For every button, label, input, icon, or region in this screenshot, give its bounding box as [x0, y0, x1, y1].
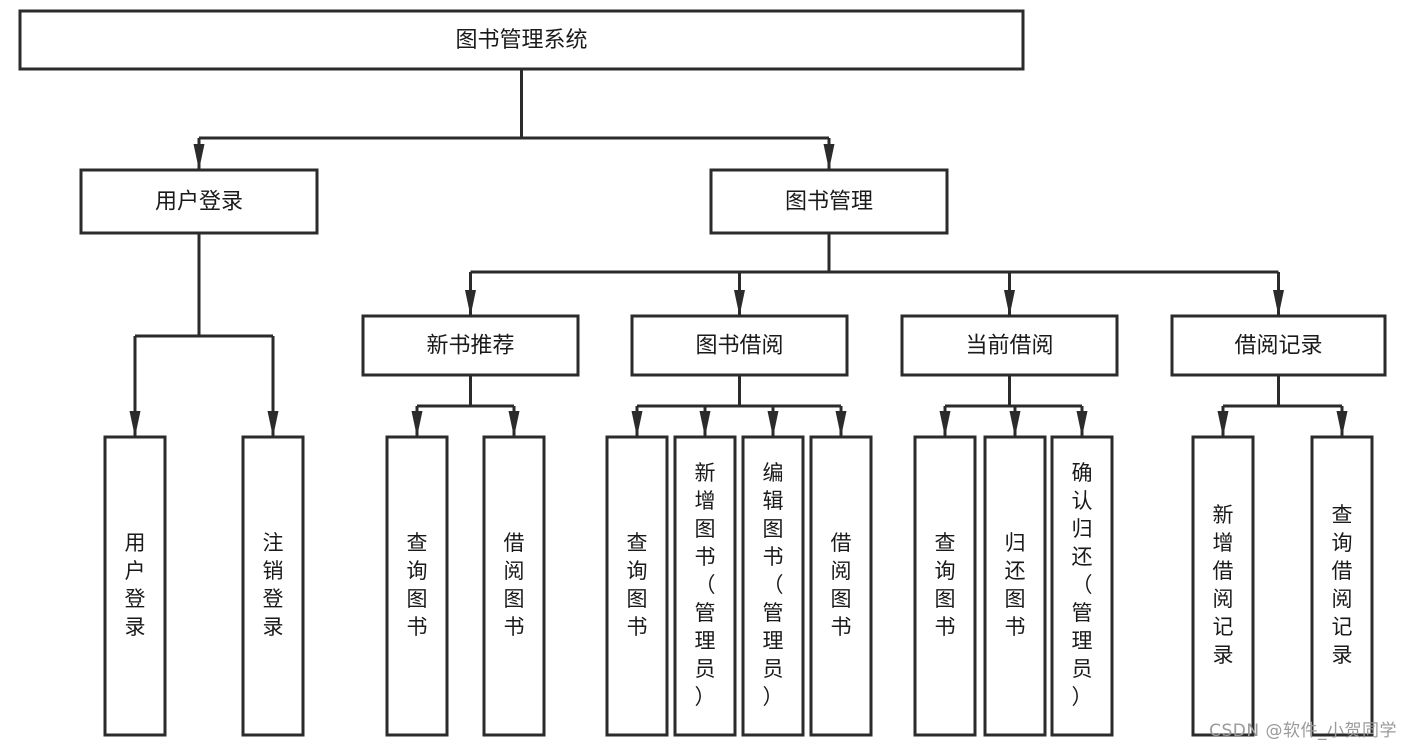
conn-borrow-record-arrow-0	[1217, 411, 1229, 437]
conn-book-management-arrow-2	[1004, 290, 1015, 316]
node-borrow-record-rect[interactable]	[1170, 314, 1387, 377]
node-user-login-rect[interactable]	[79, 168, 319, 235]
node-leaf-query-book-borrow[interactable]: 查询图书	[605, 435, 669, 737]
node-leaf-logout-label: 注销登录	[263, 531, 284, 639]
node-leaf-borrow-book[interactable]: 借阅图书	[809, 435, 873, 737]
node-leaf-return-book-rect[interactable]	[983, 435, 1047, 737]
node-new-book-recommend[interactable]: 新书推荐	[361, 314, 580, 377]
node-leaf-query-book-borrow-rect[interactable]	[605, 435, 669, 737]
node-leaf-borrow-book-recommend-rect[interactable]	[482, 435, 546, 737]
node-book-management[interactable]: 图书管理	[709, 168, 949, 235]
conn-current-borrow-arrow-0	[939, 411, 951, 437]
conn-root-arrow-0	[193, 144, 205, 170]
conn-user-login-arrow-1	[267, 411, 279, 437]
conn-book-management-arrow-1	[734, 290, 745, 316]
node-current-borrow[interactable]: 当前借阅	[900, 314, 1119, 377]
node-leaf-confirm-return-admin-label: 确认归还（管理员）	[1072, 461, 1093, 709]
node-leaf-add-borrow-record-label: 新增借阅记录	[1213, 503, 1234, 667]
node-leaf-query-borrow-record-rect[interactable]	[1310, 435, 1374, 737]
node-leaf-query-book-current[interactable]: 查询图书	[913, 435, 977, 737]
node-leaf-return-book-label: 归还图书	[1005, 531, 1026, 639]
connectors-layer	[129, 69, 1348, 437]
node-current-borrow-label: 当前借阅	[965, 334, 1053, 359]
node-leaf-edit-book-admin[interactable]: 编辑图书（管理员）	[741, 435, 805, 737]
node-leaf-query-book-borrow-label: 查询图书	[627, 531, 648, 639]
conn-root-arrow-1	[823, 144, 835, 170]
node-leaf-confirm-return-admin-rect[interactable]	[1050, 435, 1114, 737]
node-borrow-record[interactable]: 借阅记录	[1170, 314, 1387, 377]
conn-book-borrow-arrow-3	[835, 411, 847, 437]
node-leaf-query-book-recommend-label: 查询图书	[407, 531, 428, 639]
conn-current-borrow-arrow-1	[1009, 411, 1021, 437]
node-leaf-user-login-rect[interactable]	[103, 435, 167, 737]
conn-book-borrow-arrow-2	[767, 411, 779, 437]
conn-new-book-recommend-arrow-0	[411, 411, 423, 437]
conn-book-management-arrow-0	[465, 290, 476, 316]
node-current-borrow-rect[interactable]	[900, 314, 1119, 377]
node-leaf-add-borrow-record[interactable]: 新增借阅记录	[1191, 435, 1255, 737]
csdn-watermark: CSDN @软件_小贺同学	[1209, 721, 1397, 741]
node-leaf-query-book-current-label: 查询图书	[935, 531, 956, 639]
node-leaf-query-book-current-rect[interactable]	[913, 435, 977, 737]
node-leaf-add-book-admin[interactable]: 新增图书（管理员）	[673, 435, 737, 737]
node-leaf-logout-rect[interactable]	[241, 435, 305, 737]
conn-new-book-recommend-arrow-1	[508, 411, 520, 437]
node-leaf-borrow-book-rect[interactable]	[809, 435, 873, 737]
node-leaf-edit-book-admin-rect[interactable]	[741, 435, 805, 737]
node-book-borrow-rect[interactable]	[630, 314, 849, 377]
node-book-management-label: 图书管理	[785, 190, 873, 215]
conn-borrow-record-arrow-1	[1336, 411, 1348, 437]
node-leaf-add-book-admin-label: 新增图书（管理员）	[695, 461, 716, 709]
node-leaf-borrow-book-recommend-label: 借阅图书	[504, 531, 525, 639]
node-new-book-recommend-label: 新书推荐	[426, 334, 514, 359]
conn-book-borrow-arrow-0	[631, 411, 643, 437]
node-leaf-user-login-label: 用户登录	[125, 531, 146, 639]
conn-user-login-arrow-0	[129, 411, 141, 437]
node-leaf-query-book-recommend-rect[interactable]	[385, 435, 449, 737]
node-book-borrow[interactable]: 图书借阅	[630, 314, 849, 377]
node-borrow-record-label: 借阅记录	[1234, 334, 1322, 359]
node-book-management-rect[interactable]	[709, 168, 949, 235]
node-leaf-edit-book-admin-label: 编辑图书（管理员）	[763, 461, 784, 709]
conn-book-management-arrow-3	[1273, 290, 1284, 316]
node-leaf-add-borrow-record-rect[interactable]	[1191, 435, 1255, 737]
node-root[interactable]: 图书管理系统	[18, 9, 1025, 71]
node-leaf-user-login[interactable]: 用户登录	[103, 435, 167, 737]
node-leaf-borrow-book-label: 借阅图书	[831, 531, 852, 639]
node-new-book-recommend-rect[interactable]	[361, 314, 580, 377]
node-leaf-logout[interactable]: 注销登录	[241, 435, 305, 737]
node-leaf-confirm-return-admin[interactable]: 确认归还（管理员）	[1050, 435, 1114, 737]
conn-book-borrow-arrow-1	[699, 411, 711, 437]
node-leaf-borrow-book-recommend[interactable]: 借阅图书	[482, 435, 546, 737]
node-root-label: 图书管理系统	[455, 28, 587, 53]
node-leaf-query-book-recommend[interactable]: 查询图书	[385, 435, 449, 737]
node-leaf-query-borrow-record-label: 查询借阅记录	[1332, 503, 1353, 667]
node-book-borrow-label: 图书借阅	[695, 334, 783, 359]
node-leaf-query-borrow-record[interactable]: 查询借阅记录	[1310, 435, 1374, 737]
node-leaf-return-book[interactable]: 归还图书	[983, 435, 1047, 737]
boxes-layer: 图书管理系统用户登录图书管理新书推荐图书借阅当前借阅借阅记录用户登录注销登录查询…	[18, 9, 1387, 737]
node-root-rect[interactable]	[18, 9, 1025, 71]
node-leaf-add-book-admin-rect[interactable]	[673, 435, 737, 737]
node-user-login-label: 用户登录	[155, 190, 243, 215]
conn-current-borrow-arrow-2	[1076, 411, 1088, 437]
node-user-login[interactable]: 用户登录	[79, 168, 319, 235]
